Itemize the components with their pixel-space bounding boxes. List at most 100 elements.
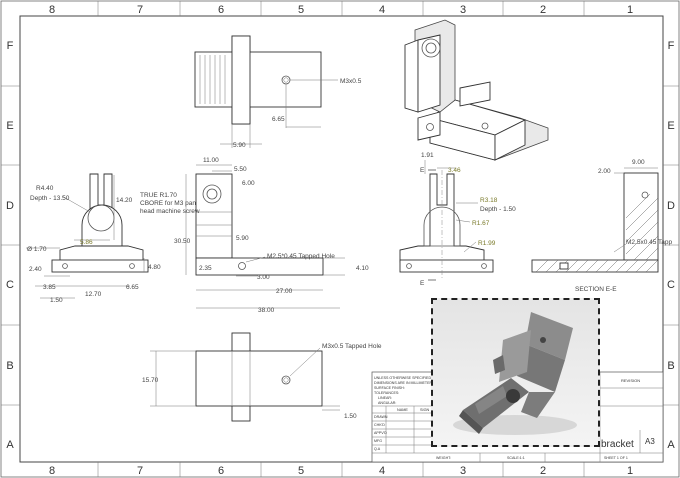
right-section-mark-top: E: [420, 167, 425, 174]
section-dim-200: 2.00: [598, 168, 611, 175]
drawing-title: bracket: [601, 439, 634, 450]
title-note-0: UNLESS OTHERWISE SPECIFIED:: [374, 376, 432, 380]
zone-labels-right: F E D C B A: [667, 40, 675, 451]
left-dim-240: 2.40: [29, 266, 42, 273]
bottom-dim-150: 1.50: [344, 413, 357, 420]
bottom-dim-1570: 15.70: [142, 377, 159, 384]
right-r199: R1.99: [478, 240, 496, 247]
title-note-5: ANGULAR:: [378, 401, 396, 405]
top-hole-note: M3x0.5: [340, 78, 362, 85]
section-tapped-hole: M2.5x0.45 Tapp: [626, 239, 673, 246]
title-row-chkd: CHK'D: [374, 423, 385, 427]
front-dim-235: 2.35: [199, 265, 212, 272]
zone-row-b-right: B: [667, 360, 674, 372]
zone-col-8: 8: [49, 4, 55, 16]
front-dim-410: 4.10: [356, 265, 369, 272]
zone-row-a: A: [6, 439, 14, 451]
front-tapped-hole: M2.5*0.45 Tapped Hole: [267, 253, 335, 260]
zone-col-5-bottom: 5: [298, 465, 304, 477]
title-name-col: NAME: [397, 408, 408, 412]
bottom-tapped-hole: M3x0.5 Tapped Hole: [322, 343, 382, 350]
zone-col-1-bottom: 1: [627, 465, 633, 477]
right-dim-191: 1.91: [421, 152, 434, 159]
front-dim-2700: 27.00: [276, 288, 293, 295]
front-note-1: TRUE R1.70: [140, 192, 177, 199]
right-dim-346: 3.46: [448, 167, 461, 174]
zone-col-7-bottom: 7: [137, 465, 143, 477]
zone-row-f-right: F: [668, 40, 675, 52]
zone-col-3-bottom: 3: [460, 465, 466, 477]
zone-row-b: B: [6, 360, 13, 372]
zone-row-d-right: D: [667, 200, 675, 212]
title-sheet: SHEET 1 OF 1: [604, 456, 628, 460]
left-view: [26, 173, 149, 299]
left-dim-480: 4.80: [148, 264, 161, 271]
section-dim-900: 9.00: [632, 159, 645, 166]
left-dim-1420: 14.20: [116, 197, 133, 204]
left-radius: R4.40: [36, 185, 54, 192]
bottom-view: [150, 332, 340, 422]
title-row-qa: Q.A: [374, 447, 381, 451]
front-dim-1100: 11.00: [203, 157, 219, 164]
zone-col-4: 4: [379, 4, 385, 16]
front-dim-550: 5.50: [234, 166, 247, 173]
title-row-appvd: APPV'D: [374, 431, 387, 435]
front-view: [185, 164, 345, 309]
zone-col-1: 1: [627, 4, 633, 16]
title-row-mfg: MFG: [374, 439, 382, 443]
title-scale: SCALE:1:1: [507, 456, 525, 460]
left-dia: Ø 1.70: [27, 246, 47, 253]
zone-row-c: C: [6, 279, 14, 291]
zone-row-d: D: [6, 200, 14, 212]
zone-row-f: F: [7, 40, 14, 52]
inner-border: [19, 15, 664, 463]
title-notes: UNLESS OTHERWISE SPECIFIED: DIMENSIONS A…: [374, 376, 435, 405]
right-depth: Depth - 1.50: [480, 206, 516, 213]
zone-labels-left: F E D C B A: [6, 40, 14, 451]
zone-col-5: 5: [298, 4, 304, 16]
part-photo-image: [433, 300, 598, 445]
title-note-1: DIMENSIONS ARE IN MILLIMETERS: [374, 381, 435, 385]
title-revision: REVISION: [621, 378, 640, 383]
zone-labels-bottom: 8 7 6 5 4 3 2 1: [49, 465, 633, 477]
section-title: SECTION E-E: [575, 286, 617, 293]
zone-row-a-right: A: [667, 439, 675, 451]
front-dim-600: 6.00: [242, 180, 255, 187]
left-dim-385: 3.85: [43, 284, 56, 291]
left-dim-586: 5.86: [80, 239, 93, 246]
zone-col-6: 6: [218, 4, 224, 16]
title-note-3: TOLERANCES:: [374, 391, 399, 395]
zone-col-2: 2: [540, 4, 546, 16]
zone-row-c-right: C: [667, 279, 675, 291]
right-view: [399, 160, 494, 281]
top-dim-665: 6.65: [272, 116, 285, 123]
zone-col-6-bottom: 6: [218, 465, 224, 477]
front-dim-3050: 30.50: [174, 238, 191, 245]
section-hatch: [535, 193, 659, 273]
sheet-size: A3: [645, 437, 655, 446]
zone-row-e-right: E: [667, 120, 674, 132]
front-note-3: head machine screw: [140, 208, 200, 215]
title-note-2: SURFACE FINISH:: [374, 386, 405, 390]
zone-row-e: E: [6, 120, 13, 132]
title-weight: WEIGHT:: [436, 456, 451, 460]
front-dim-300: 3.00: [257, 274, 270, 281]
section-view: [531, 167, 659, 273]
zone-labels-top: 8 7 6 5 4 3 2 1: [49, 4, 633, 16]
front-dim-590: 5.90: [236, 235, 249, 242]
isometric-view: [404, 19, 549, 161]
front-dim-3800: 38.00: [258, 307, 275, 314]
top-view: [194, 35, 338, 148]
title-row-drawn: DRAWN: [374, 415, 388, 419]
title-sign-col: SIGN: [420, 408, 430, 412]
zone-col-8-bottom: 8: [49, 465, 55, 477]
left-dim-150: 1.50: [50, 297, 63, 304]
left-depth: Depth - 13.50: [30, 195, 70, 202]
right-r167: R1.67: [472, 220, 490, 227]
title-row-labels: DRAWN CHK'D APPV'D MFG Q.A: [374, 415, 388, 451]
zone-col-4-bottom: 4: [379, 465, 385, 477]
left-dim-1270: 12.70: [85, 291, 102, 298]
front-note-2: CBORE for M3 pan: [140, 200, 196, 207]
zone-col-3: 3: [460, 4, 466, 16]
